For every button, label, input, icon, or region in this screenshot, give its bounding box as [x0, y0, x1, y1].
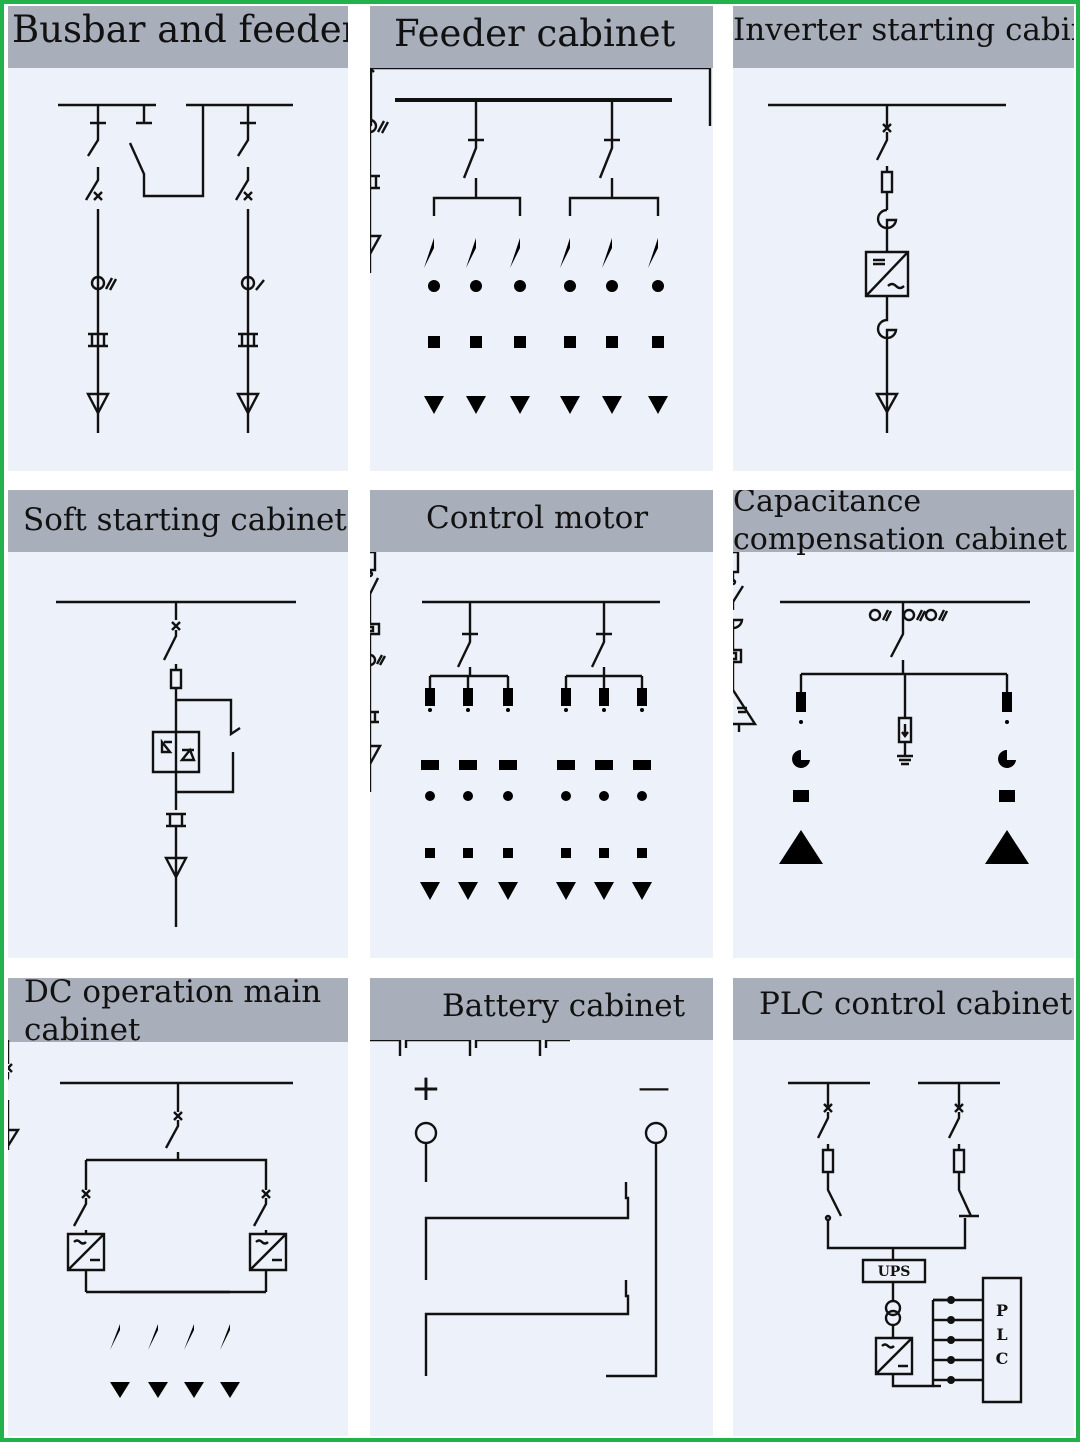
panel-battery-cabinet: Battery cabinet + — — [370, 978, 713, 1436]
panel-title-line2: compensation cabinet — [733, 522, 1068, 557]
panel-dc-operation: DC operation main cabinet — [8, 978, 348, 1436]
panel-header: Battery cabinet — [370, 978, 713, 1040]
battery-cabinet-diagram: + — — [370, 1040, 670, 1394]
plc-letter-p: P — [996, 1301, 1008, 1320]
panel-title-line2: cabinet — [24, 1012, 141, 1048]
panel-header: Feeder cabinet — [370, 6, 713, 68]
panel-header: Soft starting cabinet — [8, 490, 348, 552]
panel-plc-control: PLC control cabinet UPS P L C — [733, 978, 1074, 1436]
panel-title: Feeder cabinet — [394, 12, 676, 55]
panel-title: PLC control cabinet — [759, 986, 1073, 1022]
plc-letter-c: C — [996, 1349, 1009, 1368]
panel-inverter-starting: Inverter starting cabinet — [733, 6, 1074, 471]
plc-letter-l: L — [996, 1325, 1007, 1344]
ups-label: UPS — [878, 1264, 911, 1280]
panel-title: Inverter starting cabinet — [733, 12, 1074, 48]
busbar-feeder-diagram — [8, 68, 348, 471]
panel-title: Soft starting cabinet — [23, 502, 347, 538]
panel-busbar-feeder: Busbar and feeder — [8, 6, 348, 471]
plc-control-diagram: UPS P L C — [733, 1040, 1074, 1436]
panel-title-line1: Capacitance — [733, 490, 922, 519]
panel-control-motor: Control motor — [370, 490, 713, 958]
capacitance-compensation-diagram — [733, 552, 1031, 874]
panel-soft-starting: Soft starting cabinet — [8, 490, 348, 958]
soft-starting-diagram — [8, 552, 348, 958]
inverter-starting-diagram — [733, 68, 1074, 471]
panel-title: Battery cabinet — [442, 988, 686, 1024]
panel-header: Control motor — [370, 490, 713, 552]
feeder-cabinet-diagram — [370, 68, 713, 435]
dc-operation-diagram — [8, 1040, 348, 1404]
plus-label: + — [411, 1068, 441, 1109]
panel-header: PLC control cabinet — [733, 978, 1074, 1040]
panel-header: DC operation main cabinet — [8, 978, 348, 1048]
panel-title: Busbar and feeder — [12, 8, 348, 51]
panel-title: Control motor — [426, 500, 649, 536]
panel-feeder-cabinet: Feeder cabinet — [370, 6, 713, 471]
panel-header: Capacitance compensation cabinet — [733, 490, 1074, 557]
control-motor-diagram — [370, 552, 713, 930]
panel-capacitance-compensation: Capacitance compensation cabinet — [733, 490, 1074, 958]
minus-label: — — [638, 1068, 670, 1106]
panel-title-line1: DC operation main — [24, 978, 322, 1010]
panel-header: Inverter starting cabinet — [733, 6, 1074, 68]
panel-header: Busbar and feeder — [8, 6, 348, 68]
